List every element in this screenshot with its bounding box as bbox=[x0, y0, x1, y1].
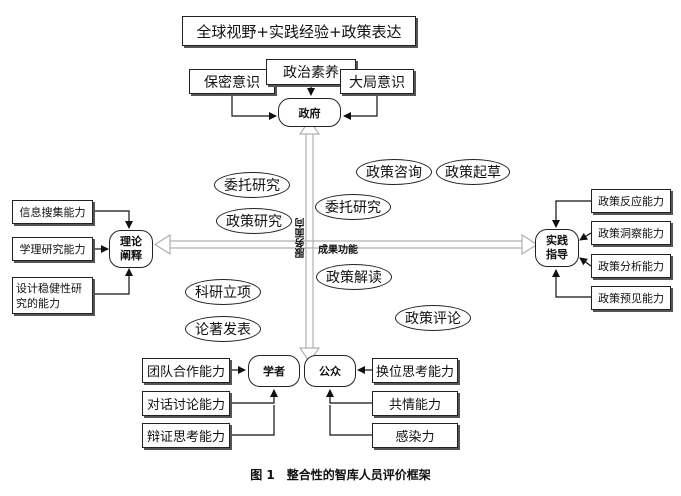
practice-input-label: 政策反应能力 bbox=[598, 195, 664, 208]
government-node: 政府 bbox=[278, 98, 341, 127]
figure-caption-text: 图 1 整合性的智库人员评价框架 bbox=[250, 468, 431, 482]
scholar-label: 学者 bbox=[263, 365, 285, 378]
scholar-node: 学者 bbox=[248, 355, 300, 387]
theory-input-label: 学理研究能力 bbox=[19, 243, 86, 256]
scholar-arrows bbox=[230, 366, 278, 436]
top-banner-text: 全球视野+实践经验+政策表达 bbox=[196, 22, 402, 41]
government-input-label: 政治素养 bbox=[283, 65, 339, 81]
public-input-box: 共情能力 bbox=[372, 391, 458, 416]
activity-oval-label: 政策咨询 bbox=[366, 165, 422, 181]
scholar-input-label: 对话讨论能力 bbox=[146, 398, 225, 413]
activity-oval-label: 政策解读 bbox=[326, 270, 382, 286]
public-arrows bbox=[326, 366, 372, 436]
activity-oval-label: 政策起草 bbox=[445, 165, 501, 181]
figure-caption: 图 1 整合性的智库人员评价框架 bbox=[0, 466, 681, 483]
practice-input-box: 政策预见能力 bbox=[591, 286, 671, 310]
vertical-axis-text: 服务面向 bbox=[296, 218, 307, 258]
activity-oval-label: 政策研究 bbox=[226, 214, 282, 230]
activity-oval-label: 政策评论 bbox=[405, 311, 461, 327]
activity-oval: 政策起草 bbox=[436, 159, 510, 185]
horizontal-axis-label: 成果功能 bbox=[318, 241, 358, 256]
public-input-label: 感染力 bbox=[395, 430, 435, 445]
vertical-axis-label: 服务面向 bbox=[294, 218, 309, 258]
public-input-label: 共情能力 bbox=[388, 398, 441, 413]
activity-oval-label: 科研立项 bbox=[195, 285, 251, 301]
public-input-label: 换位思考能力 bbox=[375, 365, 454, 380]
theory-input-label: 信息搜集能力 bbox=[19, 206, 86, 219]
theory-input-label: 设计稳健性研究的能力 bbox=[16, 281, 82, 310]
practice-input-box: 政策洞察能力 bbox=[591, 221, 671, 245]
activity-oval: 政策评论 bbox=[395, 305, 471, 331]
government-input-label: 大局意识 bbox=[349, 74, 405, 91]
theory-input-box: 学理研究能力 bbox=[12, 237, 93, 261]
practice-input-box: 政策反应能力 bbox=[591, 189, 671, 213]
practice-arrows bbox=[552, 200, 592, 298]
practice-input-label: 政策分析能力 bbox=[598, 260, 664, 273]
activity-oval: 政策研究 bbox=[216, 208, 292, 234]
activity-oval: 委托研究 bbox=[315, 194, 391, 220]
scholar-input-box: 团队合作能力 bbox=[142, 358, 230, 383]
scholar-input-box: 对话讨论能力 bbox=[142, 391, 230, 416]
government-input-box: 保密意识 bbox=[189, 69, 275, 94]
activity-oval-label: 论著发表 bbox=[195, 322, 251, 338]
activity-oval: 政策咨询 bbox=[356, 159, 432, 185]
scholar-input-label: 团队合作能力 bbox=[146, 365, 225, 380]
activity-oval-label: 委托研究 bbox=[224, 178, 280, 194]
theory-input-box: 信息搜集能力 bbox=[12, 200, 93, 224]
practice-node: 实践指导 bbox=[535, 229, 579, 267]
practice-input-label: 政策预见能力 bbox=[598, 292, 664, 305]
public-input-box: 换位思考能力 bbox=[372, 358, 458, 383]
activity-oval: 政策解读 bbox=[316, 264, 392, 290]
practice-input-box: 政策分析能力 bbox=[591, 254, 671, 278]
horizontal-axis bbox=[153, 233, 539, 256]
public-node: 公众 bbox=[304, 355, 356, 387]
theory-arrows bbox=[93, 210, 133, 295]
scholar-input-label: 辩证思考能力 bbox=[146, 430, 225, 445]
theory-node: 理论阐释 bbox=[109, 230, 153, 268]
activity-oval: 委托研究 bbox=[214, 172, 290, 198]
activity-oval: 科研立项 bbox=[185, 279, 261, 305]
practice-label: 实践指导 bbox=[546, 234, 568, 261]
public-input-box: 感染力 bbox=[372, 423, 458, 448]
horizontal-axis-text: 成果功能 bbox=[318, 245, 358, 256]
government-input-box: 大局意识 bbox=[340, 69, 414, 94]
government-arrows bbox=[231, 85, 378, 120]
top-banner: 全球视野+实践经验+政策表达 bbox=[182, 16, 416, 46]
activity-oval: 论著发表 bbox=[185, 316, 261, 342]
practice-input-label: 政策洞察能力 bbox=[598, 227, 664, 240]
government-label: 政府 bbox=[298, 106, 321, 120]
scholar-input-box: 辩证思考能力 bbox=[142, 423, 230, 448]
government-input-label: 保密意识 bbox=[204, 74, 260, 91]
public-label: 公众 bbox=[319, 365, 341, 378]
vertical-axis bbox=[298, 118, 321, 364]
activity-oval-label: 委托研究 bbox=[325, 200, 381, 216]
theory-label: 理论阐释 bbox=[120, 235, 142, 262]
theory-input-box: 设计稳健性研究的能力 bbox=[12, 277, 93, 314]
